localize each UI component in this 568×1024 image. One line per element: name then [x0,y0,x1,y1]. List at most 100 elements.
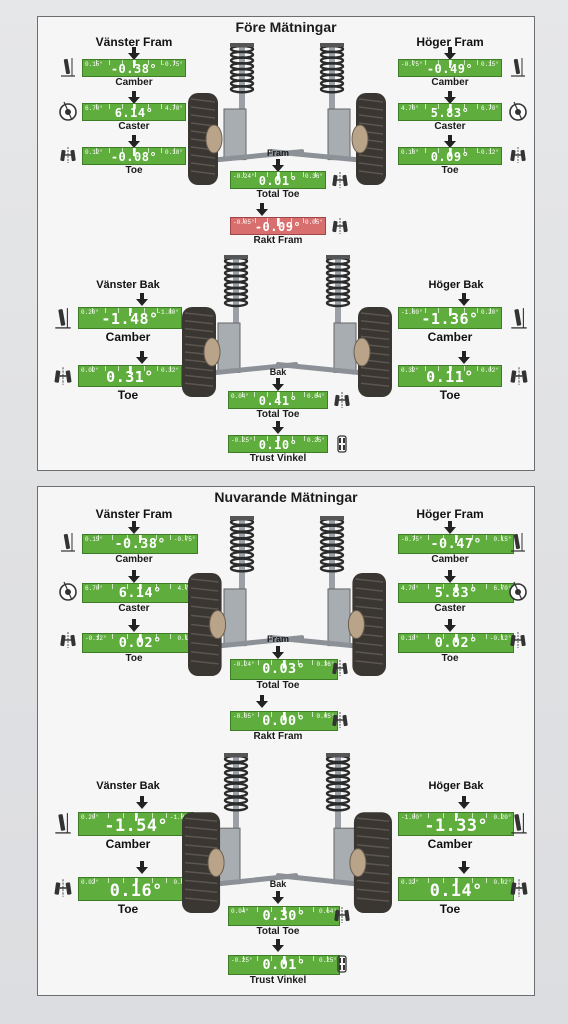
rear-left-heading: Vänster Bak [96,780,160,793]
camber-icon [508,307,530,329]
gauge-center-mark [449,308,451,316]
gauge-tick [457,535,458,541]
gauge-tick [477,60,478,65]
front-left-caster-label: Caster [118,603,150,615]
caster-icon [58,581,78,601]
gauge-tick [299,906,300,912]
gauge-tick [152,877,153,883]
rear-total-toe-label: Total Toe [256,409,300,420]
gauge-value: 5.83° [430,106,470,120]
gauge-tick [244,712,245,717]
gauge-tick [317,392,318,397]
front-left-camber-label: Camber [115,77,153,88]
rear-right-heading: Höger Bak [428,279,484,291]
toe-icon [330,658,350,678]
arrow-part [272,945,284,953]
caster-icon [58,101,78,121]
arrow-part [136,299,148,306]
thrust-angle-label: Trust Vinkel [249,453,307,464]
gauge-tick [501,877,502,883]
gauge-tick [157,308,158,313]
gauge-tick [327,906,328,912]
gauge-tick [148,148,149,153]
gauge-tick [313,956,314,962]
gauge-tick [451,104,452,109]
gauge-tick [428,812,429,818]
gauge-value: 6.14° [118,586,162,602]
gauge-tick [109,148,110,153]
arrow-part [128,53,140,60]
rear-left-toe-label: Toe [117,902,139,917]
suspension-right-graphic [269,41,390,201]
rear-right-toe-label: Toe [439,902,461,917]
front-left-heading: Vänster Fram [95,35,173,49]
gauge-tick [92,308,93,313]
gauge-tick [428,877,429,883]
gauge-center-mark [277,392,279,400]
gauge-tick [123,812,124,818]
gauge-tick [127,584,128,590]
gauge-tick [174,60,175,65]
gauge-value: 0.11° [426,368,474,386]
gauge-tick [457,877,458,883]
gauge-tick [118,366,119,371]
gauge-value: 0.10° [258,438,298,452]
suspension-right-graphic [275,751,396,929]
gauge-center-mark [449,104,451,112]
gauge-tick [451,60,452,65]
toe-icon [58,630,78,650]
gauge-tick [279,172,280,177]
gauge-tick [112,584,113,590]
gauge-tick [317,436,318,441]
gauge-min-limit: 0.12° [85,149,104,156]
rear-right-camber-gauge: -1.80°0.20°-1.36° [398,307,502,329]
gauge-tick [464,60,465,65]
gauge-tick [185,584,186,590]
gauge-max-limit: 0.02° [493,878,512,886]
arrow-part [448,47,452,53]
gauge-tick [438,148,439,153]
gauge-tick [443,812,444,818]
gauge-value: -0.49° [426,62,474,76]
gauge-value: -1.54° [104,814,169,835]
gauge-tick [438,308,439,313]
gauge-value: -0.47° [430,537,482,553]
gauge-max-limit: 0.25° [306,437,325,444]
gauge-max-limit: -0.75° [173,536,196,544]
gauge-tick [412,104,413,109]
front-left-camber-label: Camber [115,554,153,566]
rakt-fram-label: Rakt Fram [253,731,303,743]
gauge-value: 0.01° [262,958,306,974]
gauge-center-mark [139,633,142,642]
gauge-tick [267,392,268,397]
gauge-center-mark [455,877,458,886]
gauge-tick [443,877,444,883]
arrow-part [462,861,466,868]
gauge-tick [327,956,328,962]
rear-left-toe-gauge: 0.02°0.32°0.31° [78,365,182,387]
gauge-tick [291,172,292,177]
gauge-tick [428,584,429,590]
gauge-tick [144,308,145,313]
gauge-tick [425,60,426,65]
gauge-tick [490,148,491,153]
bak-label: Bak [269,367,287,377]
gauge-tick [291,218,292,223]
suspension-left-graphic [184,514,305,692]
gauge-tick [414,535,415,541]
front-right-heading: Höger Fram [416,507,484,522]
gauge-tick [161,148,162,153]
arrow-part [462,293,466,299]
arrow-part [448,619,452,626]
gauge-tick [141,633,142,639]
arrow-part [260,203,264,209]
toe-icon [52,365,74,387]
rear-left-camber-label: Camber [105,837,151,852]
gauge-tick [299,956,300,962]
arrow-part [276,378,280,384]
gauge-tick [257,906,258,912]
gauge-tick [141,584,142,590]
gauge-tick [501,584,502,590]
gauge-tick [486,877,487,883]
gauge-tick [279,218,280,223]
